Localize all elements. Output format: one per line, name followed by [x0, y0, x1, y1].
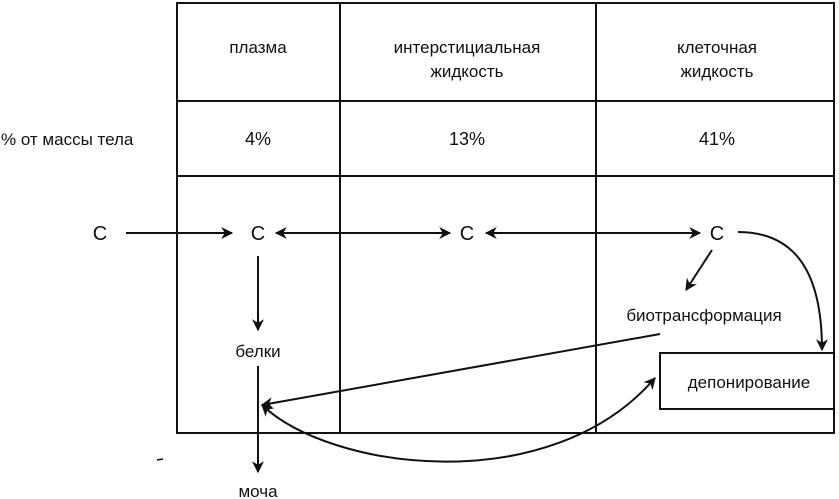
table-grid	[176, 2, 835, 434]
label-depot: депонирование	[688, 373, 810, 392]
arrow-cellular-to-depot	[737, 231, 828, 352]
row-label-body-mass: % от массы тела	[1, 130, 134, 149]
percent-interstitial: 13%	[449, 129, 485, 149]
depot-box	[659, 352, 835, 410]
arrow-urine-pathway-to-depot	[261, 377, 656, 463]
label-urine: моча	[238, 482, 278, 499]
source-concentration: С	[93, 223, 107, 245]
header-cellular-line1: клеточная	[677, 38, 757, 57]
concentration-cellular: С	[710, 223, 724, 245]
table-border	[176, 2, 835, 434]
arrow-cellular-to-biotransformation	[685, 249, 713, 292]
concentration-plasma: С	[251, 223, 265, 245]
label-proteins: белки	[235, 342, 280, 361]
header-interstitial-line1: интерстициальная	[394, 38, 541, 57]
header-interstitial-line2: жидкость	[430, 62, 503, 81]
concentration-interstitial: С	[460, 223, 474, 245]
scan-mark	[156, 458, 164, 461]
percent-cellular: 41%	[699, 129, 735, 149]
arrow-biotransformation-to-urine-pathway	[260, 333, 661, 410]
header-plasma: плазма	[229, 38, 287, 57]
percent-plasma: 4%	[245, 129, 271, 149]
label-biotransformation: биотрансформация	[626, 306, 781, 325]
header-cellular-line2: жидкость	[680, 62, 753, 81]
